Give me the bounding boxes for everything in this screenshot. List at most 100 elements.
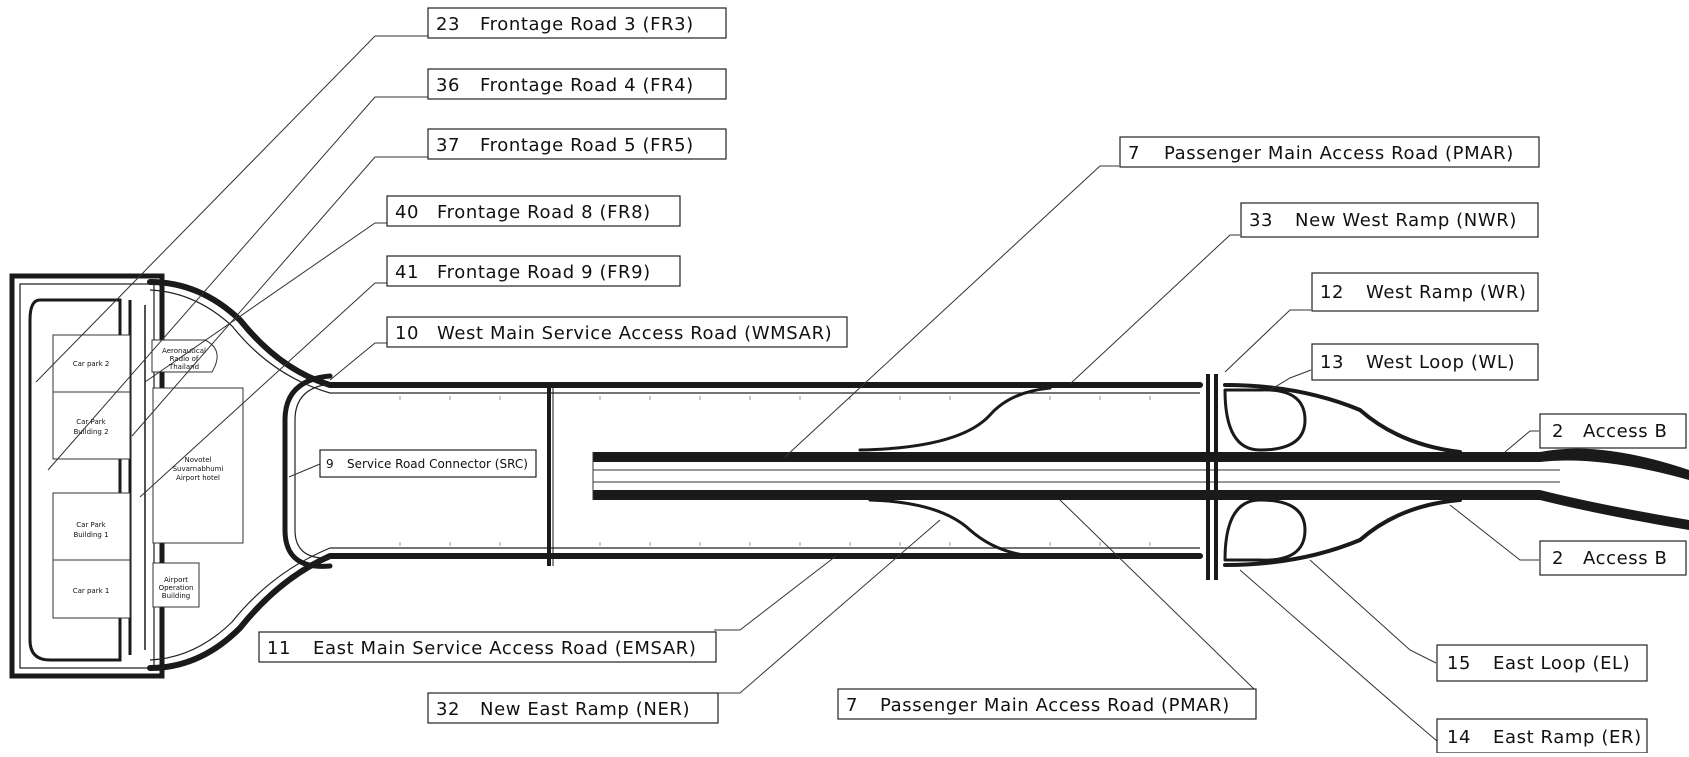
leader-lines	[35, 35, 1539, 742]
label-fr9-num: 41	[395, 262, 419, 283]
label-nwr: 33 New West Ramp (NWR)	[1240, 202, 1539, 238]
label-access-b-bottom: 2 Access B	[1539, 540, 1687, 576]
label-fr3-num: 23	[436, 14, 460, 35]
leader-fr3	[35, 35, 428, 383]
label-src-text: Service Road Connector (SRC)	[347, 457, 528, 471]
pmar-south-carriageway	[593, 490, 1453, 500]
label-emsar-text: East Main Service Access Road (EMSAR)	[313, 638, 696, 659]
airport-operation-line3: Building	[162, 592, 190, 600]
leader-fr8	[144, 222, 387, 383]
novotel-line2: Suvarnabhumi	[173, 465, 224, 473]
label-wl: 13 West Loop (WL)	[1311, 343, 1539, 381]
car-park-building-2	[52, 391, 131, 460]
car-park-building-1-line2: Building 1	[73, 531, 108, 539]
airport-operation-line1: Airport	[164, 576, 188, 584]
leader-wmsar	[329, 342, 387, 381]
label-emsar: 11 East Main Service Access Road (EMSAR)	[258, 631, 717, 663]
access-b-north	[1453, 448, 1689, 480]
aeronautical-radio-line2: Radio of	[170, 355, 199, 363]
label-wmsar-num: 10	[395, 323, 419, 344]
leader-nwr	[1069, 234, 1240, 385]
new-east-ramp	[868, 498, 1032, 558]
car-park-1-building	[52, 559, 131, 619]
label-pmar-bottom-num: 7	[846, 695, 858, 716]
label-ner: 32 New East Ramp (NER)	[427, 692, 719, 724]
leader-pmar-top	[784, 165, 1119, 458]
chainage-ticks-south	[399, 542, 1151, 546]
label-src: 9 Service Road Connector (SRC)	[319, 449, 537, 478]
label-fr5-num: 37	[436, 135, 460, 156]
novotel-line3: Airport hotel	[176, 474, 220, 482]
label-fr5: 37 Frontage Road 5 (FR5)	[427, 128, 727, 160]
leader-wr	[1224, 309, 1311, 373]
label-fr4-num: 36	[436, 75, 460, 96]
label-pmar-top-text: Passenger Main Access Road (PMAR)	[1164, 143, 1514, 164]
label-wmsar: 10 West Main Service Access Road (WMSAR)	[386, 316, 848, 348]
label-fr3-text: Frontage Road 3 (FR3)	[480, 14, 694, 35]
label-emsar-num: 11	[267, 638, 291, 659]
east-loop	[1223, 498, 1307, 562]
leader-fr9	[139, 282, 387, 498]
label-fr4-text: Frontage Road 4 (FR4)	[480, 75, 694, 96]
leader-fr4	[47, 96, 428, 471]
wmsar-road	[147, 279, 1203, 388]
leader-src	[288, 463, 321, 478]
road-network	[9, 273, 1689, 679]
access-b-south	[1453, 490, 1689, 530]
label-nwr-num: 33	[1249, 210, 1273, 231]
pmar-north-carriageway	[593, 452, 1453, 462]
airport-operation-line2: Operation	[159, 584, 194, 592]
car-park-building-1	[52, 492, 131, 561]
service-road-connector	[282, 373, 333, 569]
label-er-num: 14	[1447, 727, 1471, 748]
label-wr: 12 West Ramp (WR)	[1311, 272, 1539, 312]
west-loop	[1223, 388, 1307, 452]
label-fr8-text: Frontage Road 8 (FR8)	[437, 202, 651, 223]
car-park-building-1-line1: Car Park	[76, 521, 106, 529]
label-pmar-top-num: 7	[1128, 143, 1140, 164]
label-el-num: 15	[1447, 653, 1471, 674]
label-wl-num: 13	[1320, 352, 1344, 373]
car-park-building-2-line1: Car Park	[76, 418, 106, 426]
label-fr4: 36 Frontage Road 4 (FR4)	[427, 68, 727, 100]
east-ramp	[1223, 498, 1462, 567]
label-access-b-top-text: Access B	[1583, 421, 1668, 442]
label-el: 15 East Loop (EL)	[1436, 644, 1648, 682]
label-pmar-top: 7 Passenger Main Access Road (PMAR)	[1119, 136, 1540, 168]
label-ner-text: New East Ramp (NER)	[480, 699, 690, 720]
car-park-2-building	[52, 334, 131, 393]
label-pmar-bottom: 7 Passenger Main Access Road (PMAR)	[837, 688, 1257, 720]
novotel-building	[152, 387, 244, 544]
car-park-2-label: Car park 2	[73, 360, 110, 368]
leader-er	[1239, 569, 1438, 742]
leader-wl	[1269, 369, 1312, 391]
label-access-b-top-num: 2	[1552, 421, 1564, 442]
car-park-loop-road	[28, 298, 122, 662]
buildings: Car park 2 Car Park Building 2 Car Park …	[52, 334, 244, 619]
leader-emsar	[714, 555, 837, 631]
label-fr9-text: Frontage Road 9 (FR9)	[437, 262, 651, 283]
label-fr8: 40 Frontage Road 8 (FR8)	[386, 195, 681, 227]
label-fr5-text: Frontage Road 5 (FR5)	[480, 135, 694, 156]
leader-access-b-top	[1504, 430, 1539, 453]
label-ner-num: 32	[436, 699, 460, 720]
label-er: 14 East Ramp (ER)	[1436, 718, 1648, 754]
label-el-text: East Loop (EL)	[1493, 653, 1630, 674]
leader-el	[1309, 559, 1437, 664]
new-west-ramp	[858, 386, 1052, 452]
label-wr-num: 12	[1320, 282, 1344, 303]
label-access-b-top: 2 Access B	[1539, 413, 1687, 449]
leader-fr5	[131, 156, 428, 437]
leader-pmar-bottom	[1059, 499, 1255, 690]
airport-operation-building	[152, 562, 200, 608]
label-access-b-bottom-text: Access B	[1583, 548, 1668, 569]
label-wmsar-text: West Main Service Access Road (WMSAR)	[437, 323, 832, 344]
west-ramp	[1223, 383, 1462, 454]
car-park-building-2-line2: Building 2	[73, 428, 108, 436]
label-wr-text: West Ramp (WR)	[1366, 282, 1527, 303]
label-src-num: 9	[326, 457, 334, 471]
aeronautical-radio-line3: Thailand	[168, 363, 199, 371]
label-fr3: 23 Frontage Road 3 (FR3)	[427, 7, 727, 39]
